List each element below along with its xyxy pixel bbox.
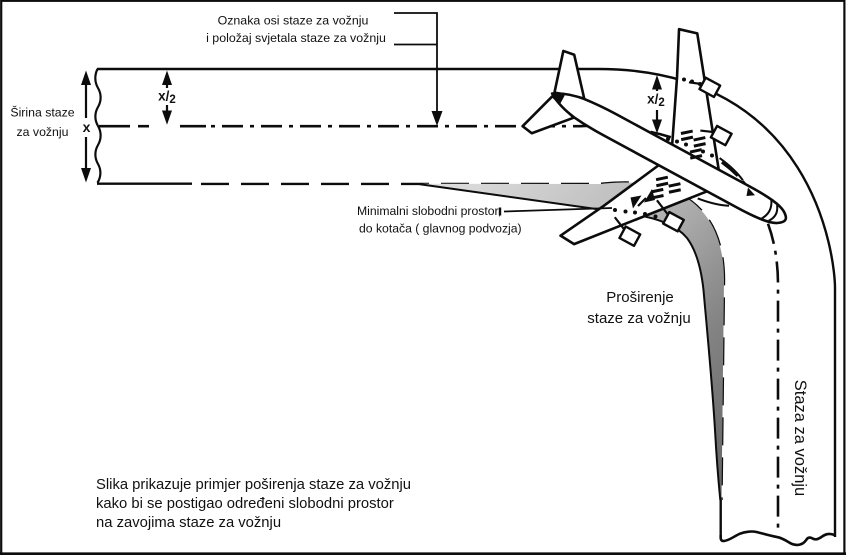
svg-text:x: x [83, 119, 91, 135]
svg-text:Slika prikazuje primjer pošire: Slika prikazuje primjer poširenja staze … [96, 477, 411, 493]
svg-text:Staza za vožnju: Staza za vožnju [791, 380, 809, 496]
svg-text:do kotača ( glavnog podvozja): do kotača ( glavnog podvozja) [359, 222, 522, 236]
svg-text:staze za vožnju: staze za vožnju [587, 310, 690, 327]
svg-text:za vožnju: za vožnju [17, 125, 69, 139]
svg-text:Proširenje: Proširenje [606, 289, 674, 306]
svg-text:Širina staze: Širina staze [10, 105, 74, 120]
svg-text:Minimalni slobodni prostor,: Minimalni slobodni prostor, [357, 204, 501, 218]
svg-text:kako bi se postigao određeni s: kako bi se postigao određeni slobodni pr… [96, 496, 394, 512]
svg-text:Oznaka osi staze za vožnju: Oznaka osi staze za vožnju [218, 14, 369, 28]
svg-text:i položaj svjetala staze za vo: i položaj svjetala staze za vožnju [206, 31, 386, 45]
svg-text:na zavojima staze za vožnju: na zavojima staze za vožnju [96, 515, 281, 531]
